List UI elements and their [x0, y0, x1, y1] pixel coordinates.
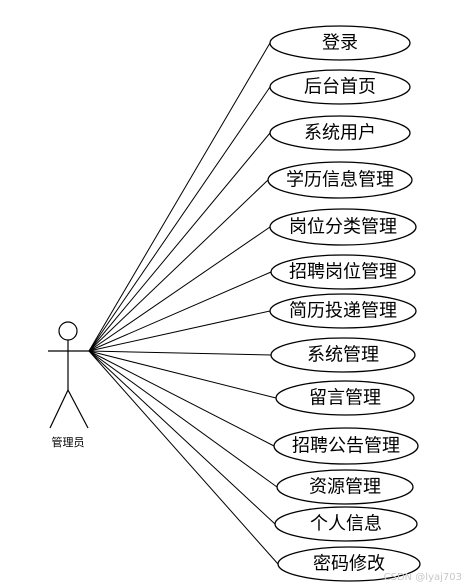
use-case: 后台首页	[269, 69, 411, 105]
use-case-ellipse	[276, 469, 414, 505]
association-lines	[88, 42, 279, 565]
use-case: 留言管理	[275, 380, 415, 416]
use-case: 资源管理	[276, 469, 414, 505]
association-line	[88, 132, 271, 352]
use-case-label: 后台首页	[304, 77, 376, 98]
actor-right-leg	[67, 389, 89, 429]
use-case-ellipse	[267, 161, 413, 199]
association-line	[88, 271, 272, 352]
use-case-ellipse	[273, 427, 419, 465]
use-case-ellipse	[269, 208, 417, 246]
use-case-ellipse	[270, 337, 416, 373]
association-line	[88, 350, 277, 399]
association-line	[88, 350, 278, 488]
use-case-ellipse	[269, 69, 411, 105]
use-case: 系统用户	[269, 115, 411, 151]
use-case-label: 简历投递管理	[289, 301, 397, 322]
association-line	[88, 350, 275, 447]
use-case-label: 招聘公告管理	[292, 436, 400, 457]
use-case: 简历投递管理	[269, 293, 417, 329]
association-line	[88, 350, 279, 565]
use-case-ellipse	[270, 254, 416, 290]
use-case-label: 登录	[322, 33, 358, 54]
watermark-text: CSDN @lyaj703	[384, 572, 462, 583]
association-line	[88, 226, 271, 352]
association-line	[88, 310, 271, 352]
association-line	[88, 350, 272, 356]
actor-admin: 管理员	[48, 321, 89, 449]
use-case-label: 学历信息管理	[286, 170, 394, 191]
use-case: 招聘岗位管理	[270, 254, 416, 290]
use-case-label: 系统管理	[307, 345, 379, 366]
use-case-ellipse	[274, 506, 418, 542]
use-case: 岗位分类管理	[269, 208, 417, 246]
use-case: 密码修改	[277, 546, 421, 582]
actor-label: 管理员	[52, 435, 85, 449]
association-line	[88, 42, 271, 352]
use-case-label: 资源管理	[309, 477, 381, 498]
association-line	[88, 179, 269, 352]
use-case: 登录	[269, 25, 411, 61]
use-case-ellipse	[269, 115, 411, 151]
use-case-ellipse	[277, 546, 421, 582]
association-line	[88, 86, 271, 352]
use-case-label: 留言管理	[309, 388, 381, 409]
use-case: 个人信息	[274, 506, 418, 542]
use-cases: 登录后台首页系统用户学历信息管理岗位分类管理招聘岗位管理简历投递管理系统管理留言…	[267, 25, 421, 582]
use-case-ellipse	[269, 25, 411, 61]
use-case-label: 招聘岗位管理	[289, 262, 397, 283]
use-case-ellipse	[269, 293, 417, 329]
use-case-label: 岗位分类管理	[289, 217, 397, 238]
actor-left-leg	[49, 389, 69, 429]
use-case-label: 系统用户	[304, 123, 376, 144]
use-case-label: 密码修改	[313, 554, 385, 575]
association-line	[88, 350, 276, 525]
use-case: 招聘公告管理	[273, 427, 419, 465]
use-case-ellipse	[275, 380, 415, 416]
use-case: 系统管理	[270, 337, 416, 373]
actor-head	[58, 321, 78, 341]
use-case: 学历信息管理	[267, 161, 413, 199]
use-case-label: 个人信息	[310, 514, 382, 535]
